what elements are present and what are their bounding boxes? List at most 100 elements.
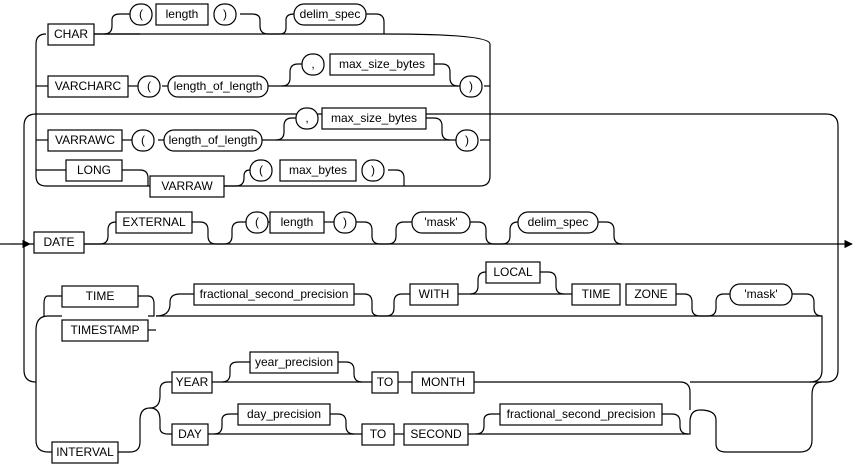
- param-mask-time-label: 'mask': [744, 287, 777, 301]
- param-fractional-second-precision-interval[interactable]: fractional_second_precision: [499, 403, 663, 426]
- keyword-to-month[interactable]: TO: [371, 371, 399, 394]
- symbol-rparen-date-label: ): [343, 215, 347, 229]
- param-fractional-second-precision-time-label: fractional_second_precision: [200, 287, 349, 301]
- symbol-rparen-varcharc[interactable]: ): [459, 75, 483, 98]
- param-length-char[interactable]: length: [155, 3, 209, 26]
- param-max-size-bytes-varrawc[interactable]: max_size_bytes: [321, 107, 427, 130]
- param-max-bytes[interactable]: max_bytes: [279, 159, 357, 182]
- symbol-lparen-varrawc-label: (: [141, 133, 145, 147]
- symbol-comma-varcharc[interactable]: ,: [301, 53, 325, 76]
- param-max-size-bytes-varrawc-label: max_size_bytes: [331, 111, 417, 125]
- keyword-varrawc[interactable]: VARRAWC: [47, 129, 123, 152]
- keyword-interval[interactable]: INTERVAL: [51, 441, 119, 464]
- upper-right-rail: [490, 113, 839, 244]
- symbol-rparen-varraw-label: ): [371, 163, 375, 177]
- symbol-rparen-char[interactable]: ): [213, 3, 237, 26]
- keyword-zone-label: ZONE: [634, 287, 667, 301]
- symbol-rparen-varrawc-label: ): [465, 133, 469, 147]
- param-length-date-label: length: [281, 215, 314, 229]
- param-max-size-bytes-varcharc-label: max_size_bytes: [339, 57, 425, 71]
- symbol-lparen-date-label: (: [255, 215, 259, 229]
- param-delim-spec-char[interactable]: delim_spec: [293, 3, 367, 26]
- symbol-lparen-varrawc[interactable]: (: [131, 129, 155, 152]
- param-length-of-length-varcharc-label: length_of_length: [174, 79, 263, 93]
- keyword-time-zone-time[interactable]: TIME: [571, 283, 621, 306]
- param-mask-time[interactable]: 'mask': [729, 283, 793, 306]
- keyword-date[interactable]: DATE: [33, 231, 85, 254]
- keyword-external-label: EXTERNAL: [122, 215, 186, 229]
- keyword-varcharc[interactable]: VARCHARC: [47, 75, 129, 98]
- lower-right-rail: [690, 244, 839, 383]
- keyword-varcharc-label: VARCHARC: [55, 79, 122, 93]
- keyword-time2-label: TIME: [582, 287, 611, 301]
- keyword-long[interactable]: LONG: [65, 159, 123, 182]
- keyword-to2-label: TO: [370, 427, 386, 441]
- keyword-time-label: TIME: [86, 289, 115, 303]
- symbol-lparen-varcharc-label: (: [147, 79, 151, 93]
- param-length-char-label: length: [166, 7, 199, 21]
- keyword-month-label: MONTH: [421, 375, 465, 389]
- keyword-boxes: CHAR VARCHARC VARRAWC LONG VARRAW DATE E…: [33, 23, 677, 464]
- symbol-circles: ( ) ( , ) ( , ): [129, 3, 483, 234]
- keyword-local[interactable]: LOCAL: [485, 261, 541, 284]
- connector-lines: [0, 13, 853, 453]
- keyword-varrawc-label: VARRAWC: [55, 133, 115, 147]
- param-day-precision-label: day_precision: [247, 407, 321, 421]
- keyword-to1-label: TO: [377, 375, 393, 389]
- symbol-rparen-varcharc-label: ): [469, 79, 473, 93]
- symbol-lparen-char[interactable]: (: [129, 3, 153, 26]
- keyword-varraw-label: VARRAW: [161, 179, 213, 193]
- keyword-to-second[interactable]: TO: [361, 423, 395, 446]
- param-max-bytes-label: max_bytes: [289, 163, 347, 177]
- param-delim-spec-date-label: delim_spec: [528, 215, 589, 229]
- symbol-rparen-date[interactable]: ): [333, 211, 357, 234]
- keyword-time[interactable]: TIME: [61, 285, 139, 308]
- symbol-comma-varrawc[interactable]: ,: [295, 107, 319, 130]
- param-delim-spec-char-label: delim_spec: [300, 7, 361, 21]
- keyword-timestamp-label: TIMESTAMP: [70, 323, 139, 337]
- symbol-lparen-date[interactable]: (: [245, 211, 269, 234]
- keyword-char[interactable]: CHAR: [47, 23, 95, 46]
- param-fractional-second-precision-time[interactable]: fractional_second_precision: [193, 283, 355, 306]
- keyword-local-label: LOCAL: [493, 265, 533, 279]
- parameter-boxes: length delim_spec length_of_length max_s…: [155, 3, 793, 426]
- symbol-rparen-varrawc[interactable]: ): [455, 129, 479, 152]
- keyword-month[interactable]: MONTH: [411, 371, 475, 394]
- param-day-precision[interactable]: day_precision: [237, 403, 331, 426]
- keyword-day[interactable]: DAY: [171, 423, 209, 446]
- keyword-varraw[interactable]: VARRAW: [149, 175, 225, 198]
- param-length-of-length-varcharc[interactable]: length_of_length: [167, 75, 269, 98]
- keyword-external[interactable]: EXTERNAL: [115, 211, 193, 234]
- keyword-with-label: WITH: [419, 287, 450, 301]
- keyword-long-label: LONG: [77, 163, 111, 177]
- keyword-with[interactable]: WITH: [409, 283, 459, 306]
- symbol-comma-varcharc-label: ,: [311, 57, 314, 71]
- keyword-zone[interactable]: ZONE: [625, 283, 677, 306]
- keyword-year-label: YEAR: [176, 375, 209, 389]
- symbol-comma-varrawc-label: ,: [305, 111, 308, 125]
- param-length-date[interactable]: length: [269, 211, 325, 234]
- keyword-second-label: SECOND: [410, 427, 462, 441]
- param-year-precision-label: year_precision: [255, 355, 333, 369]
- keyword-interval-label: INTERVAL: [56, 445, 114, 459]
- param-length-of-length-varrawc-label: length_of_length: [169, 133, 258, 147]
- param-mask-date[interactable]: 'mask': [411, 211, 471, 234]
- keyword-second[interactable]: SECOND: [403, 423, 469, 446]
- symbol-lparen-varraw[interactable]: (: [249, 159, 273, 182]
- keyword-timestamp[interactable]: TIMESTAMP: [61, 319, 149, 342]
- symbol-rparen-varraw[interactable]: ): [361, 159, 385, 182]
- param-max-size-bytes-varcharc[interactable]: max_size_bytes: [329, 53, 435, 76]
- keyword-date-label: DATE: [43, 235, 74, 249]
- symbol-lparen-varraw-label: (: [259, 163, 263, 177]
- symbol-rparen-char-label: ): [223, 7, 227, 21]
- keyword-year[interactable]: YEAR: [171, 371, 213, 394]
- param-mask-date-label: 'mask': [424, 215, 457, 229]
- symbol-lparen-varcharc[interactable]: (: [137, 75, 161, 98]
- lower-left-rail: [23, 244, 37, 383]
- keyword-char-label: CHAR: [54, 27, 88, 41]
- symbol-lparen-char-label: (: [139, 7, 143, 21]
- param-length-of-length-varrawc[interactable]: length_of_length: [163, 129, 263, 152]
- keyword-day-label: DAY: [178, 427, 202, 441]
- param-year-precision[interactable]: year_precision: [249, 351, 339, 374]
- param-delim-spec-date[interactable]: delim_spec: [517, 211, 599, 234]
